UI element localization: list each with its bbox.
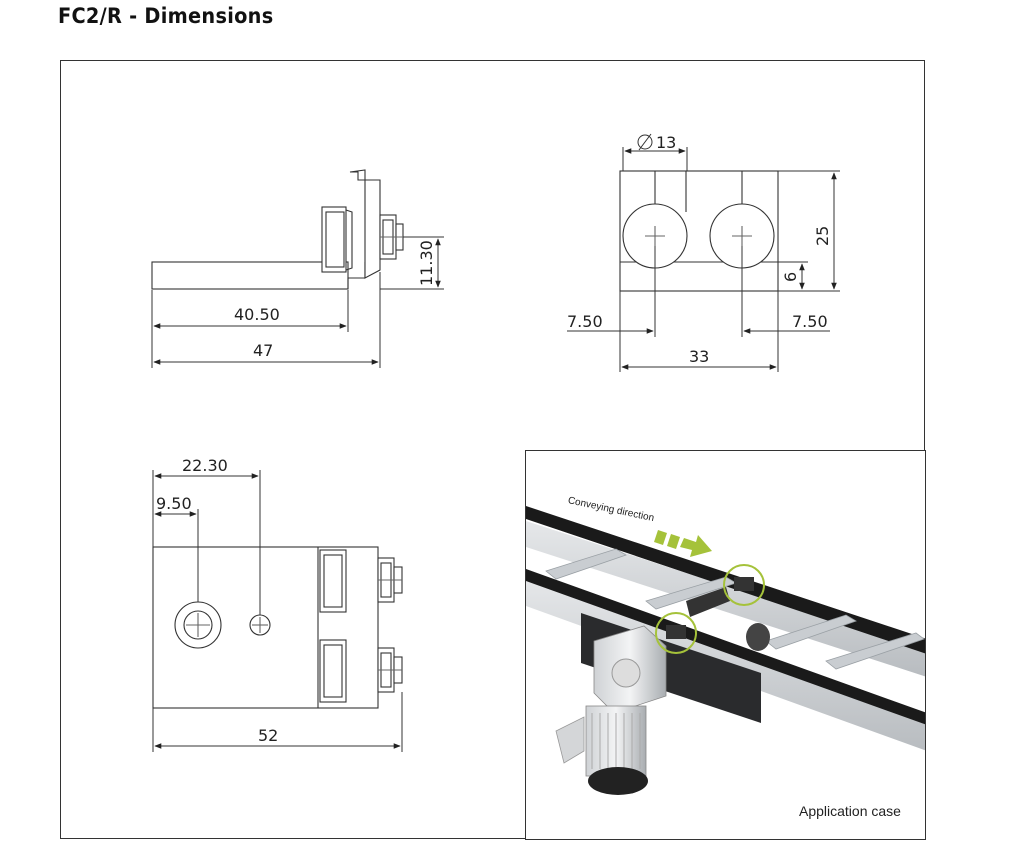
application-case-panel: [525, 450, 926, 840]
top-view-dimensions: [152, 470, 403, 752]
front-view-dimensions: [567, 133, 840, 372]
dim-front-left-offset: 7.50: [567, 312, 603, 331]
dim-front-offset-height: 6: [781, 272, 800, 282]
dim-top-hole-near: 9.50: [156, 494, 192, 513]
sensor-highlight-1: [655, 612, 697, 654]
dim-front-width: 33: [689, 347, 709, 366]
application-illustration: [526, 506, 925, 795]
motor-fan-cover: [588, 767, 648, 795]
dim-side-horizontal-short: 40.50: [234, 305, 280, 324]
dim-side-vertical: 11.30: [417, 240, 436, 286]
application-case-caption: Application case: [799, 803, 901, 819]
page-title: FC2/R - Dimensions: [58, 4, 274, 28]
sensor-highlight-2: [723, 564, 765, 606]
dim-top-hole-far: 22.30: [182, 456, 228, 475]
chain-front: [526, 569, 925, 725]
dim-front-height: 25: [813, 226, 832, 246]
drawing-frame: [60, 60, 925, 839]
direction-arrow-icon: [654, 530, 712, 557]
side-view: [151, 169, 404, 290]
dim-front-diameter: 13: [656, 133, 676, 152]
side-view-dimensions: [151, 236, 444, 368]
front-view: [619, 170, 779, 292]
dim-side-horizontal-long: 47: [253, 341, 273, 360]
top-view: [152, 546, 403, 709]
dim-front-right-offset: 7.50: [792, 312, 828, 331]
dim-top-width: 52: [258, 726, 278, 745]
